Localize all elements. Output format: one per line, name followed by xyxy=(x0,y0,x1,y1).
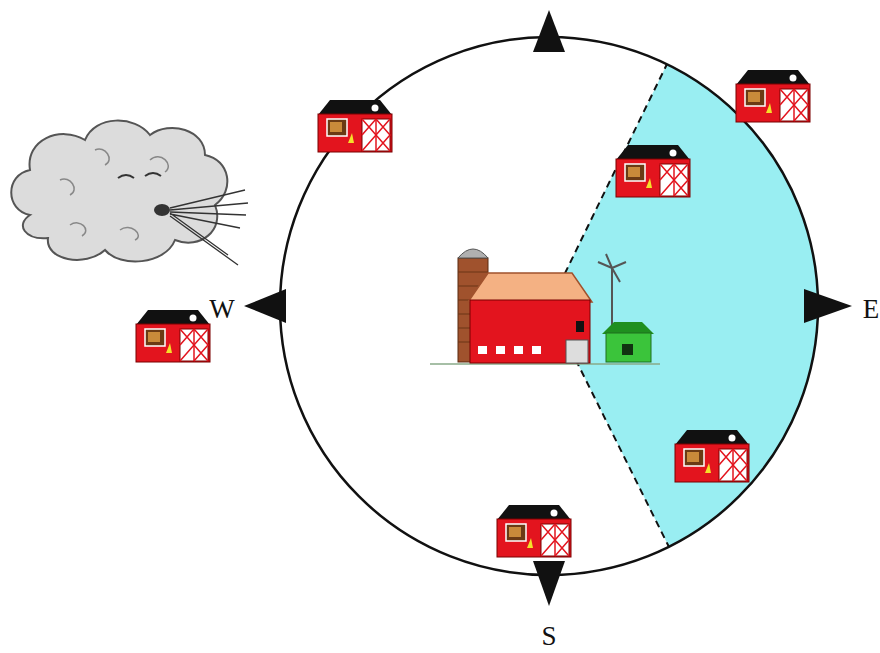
compass-label: S xyxy=(541,623,556,650)
compass-label: W xyxy=(209,296,234,323)
compass-label: E xyxy=(863,296,880,323)
neighbour-barns xyxy=(136,70,810,557)
central-farm xyxy=(430,249,660,364)
wind-cloud xyxy=(11,121,248,265)
sector-edge xyxy=(549,306,669,547)
compass-arrows xyxy=(244,10,852,606)
barn-icon xyxy=(497,505,571,557)
barn-icon xyxy=(136,310,210,362)
barn-icon xyxy=(318,100,392,152)
south-arrow xyxy=(533,561,565,606)
distance-circle xyxy=(280,37,818,575)
barn-icon xyxy=(616,145,690,197)
east-arrow xyxy=(804,289,852,323)
barn-icon xyxy=(736,70,810,122)
north-arrow xyxy=(533,10,565,52)
west-arrow xyxy=(244,289,286,323)
barn-icon xyxy=(675,430,749,482)
